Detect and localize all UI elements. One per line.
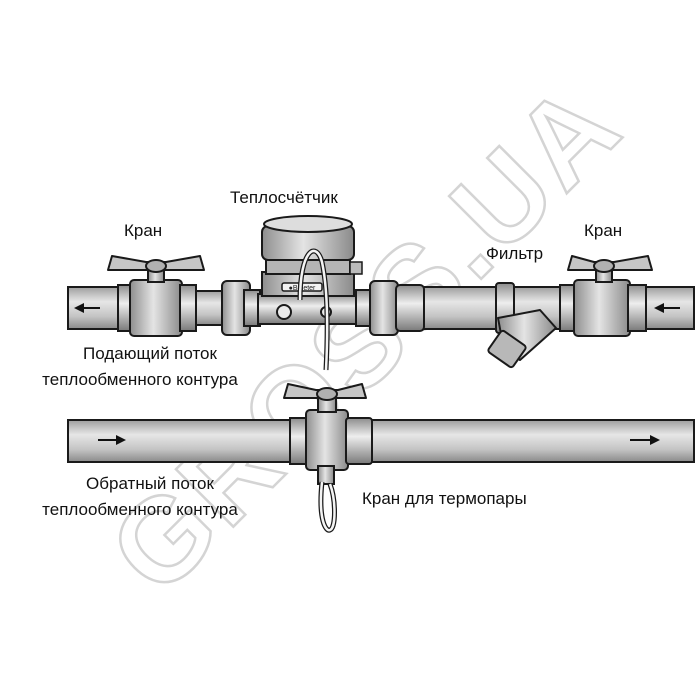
right-ball-valve	[559, 255, 653, 337]
label-supply-line2: теплообменного контура	[42, 370, 238, 389]
supply-flow-arrow-right	[654, 303, 680, 313]
heat-meter: ●Bmeter	[257, 215, 363, 325]
label-thermo-valve: Кран для термопары	[362, 489, 527, 508]
label-right-valve: Кран	[584, 221, 623, 240]
return-flow-arrow-right	[630, 435, 660, 445]
return-pipe	[67, 419, 695, 463]
label-left-valve: Кран	[124, 221, 163, 240]
left-union-nut	[221, 280, 261, 336]
return-flow-arrow-left	[98, 435, 126, 445]
supply-flow-arrow-left	[74, 303, 100, 313]
label-supply-line1: Подающий поток	[83, 344, 217, 363]
label-filter: Фильтр	[486, 244, 544, 263]
label-return-line2: теплообменного контура	[42, 500, 238, 519]
thermocouple-valve	[283, 383, 373, 485]
label-return-line1: Обратный поток	[86, 474, 214, 493]
right-union-nut	[355, 280, 425, 336]
strainer-filter	[487, 282, 557, 369]
left-ball-valve	[107, 255, 205, 337]
watermark-text: GROSS.UA	[85, 57, 646, 618]
label-heat-meter: Теплосчётчик	[230, 188, 338, 207]
